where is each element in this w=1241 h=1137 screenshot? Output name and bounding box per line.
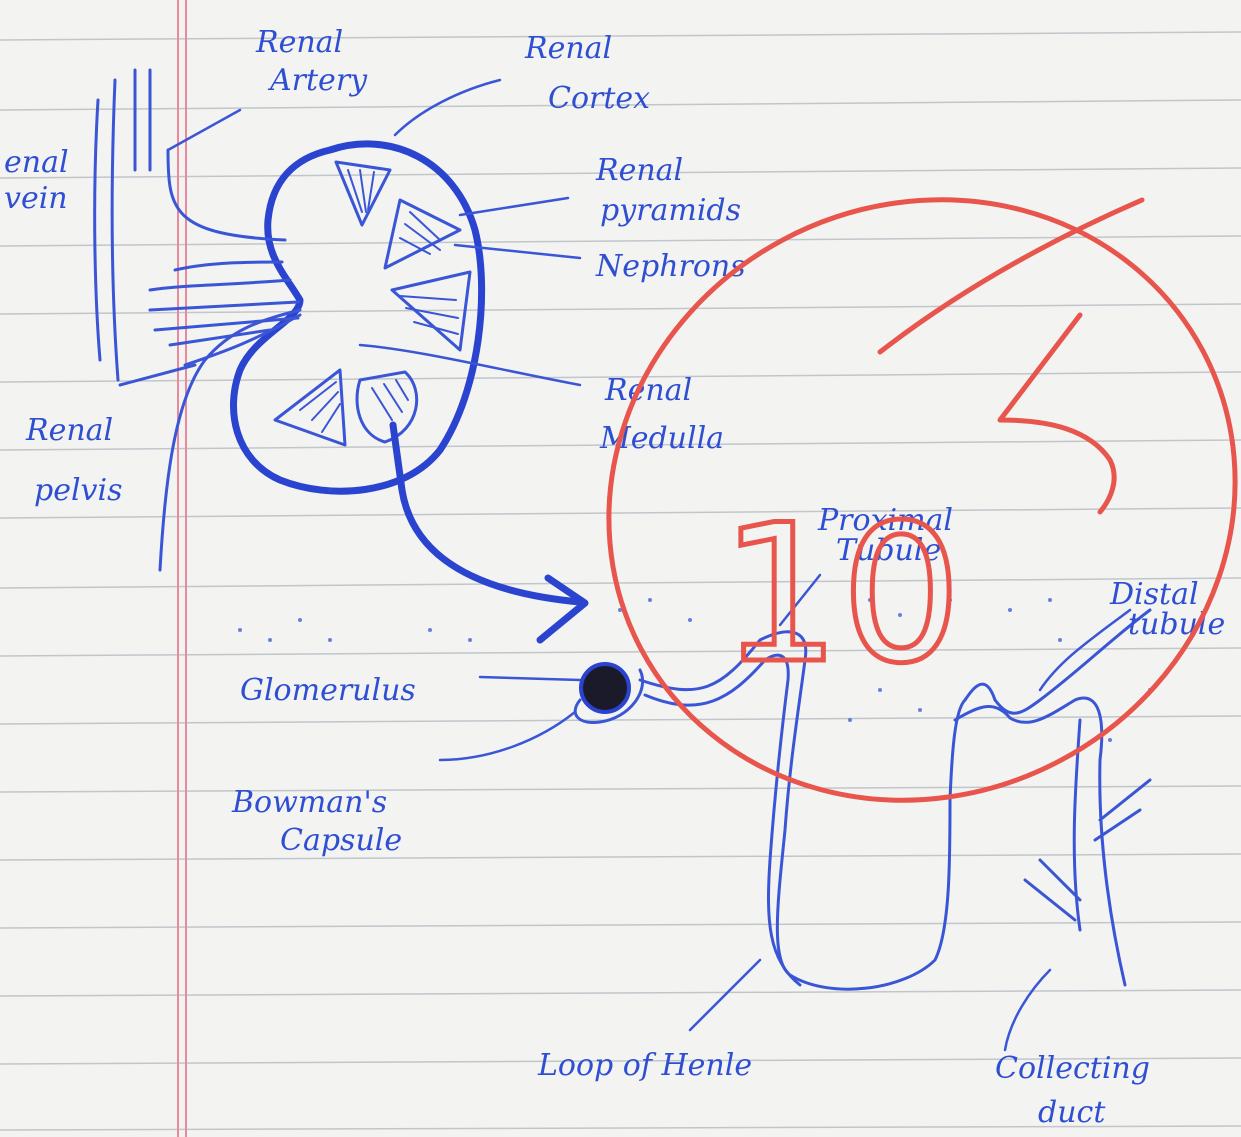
label-glomerulus: Glomerulus [240, 673, 416, 708]
label-renal-vein-2: vein [4, 181, 68, 216]
label-renal-pyramids-2: pyramids [600, 193, 741, 228]
arrow-head [540, 578, 585, 640]
label-renal-cortex-2: Cortex [548, 81, 650, 116]
label-bowmans-capsule-1: Bowman's [231, 785, 387, 820]
collecting-duct-shape [1025, 720, 1150, 985]
distal-tubule-shape [955, 610, 1150, 760]
label-renal-artery-1: Renal [255, 25, 343, 60]
glomerulus-knot [581, 664, 629, 712]
label-renal-vein-1: enal [4, 145, 69, 180]
label-renal-pelvis-2: pelvis [34, 473, 123, 508]
label-renal-pyramids-1: Renal [595, 153, 683, 188]
label-collecting-duct-2: duct [1038, 1095, 1106, 1130]
label-loop-of-henle: Loop of Henle [537, 1048, 752, 1083]
label-collecting-duct-1: Collecting [995, 1051, 1150, 1086]
label-renal-artery-2: Artery [267, 63, 368, 98]
renal-vessels [95, 70, 300, 570]
label-renal-pelvis-1: Renal [25, 413, 113, 448]
grade-number: 10 [720, 484, 962, 705]
renal-pyramids [275, 162, 470, 445]
label-renal-medulla-1: Renal [604, 373, 692, 408]
label-bowmans-capsule-2: Capsule [280, 823, 402, 858]
label-renal-cortex-1: Renal [524, 31, 612, 66]
label-distal-tubule-2: tubule [1128, 607, 1225, 642]
